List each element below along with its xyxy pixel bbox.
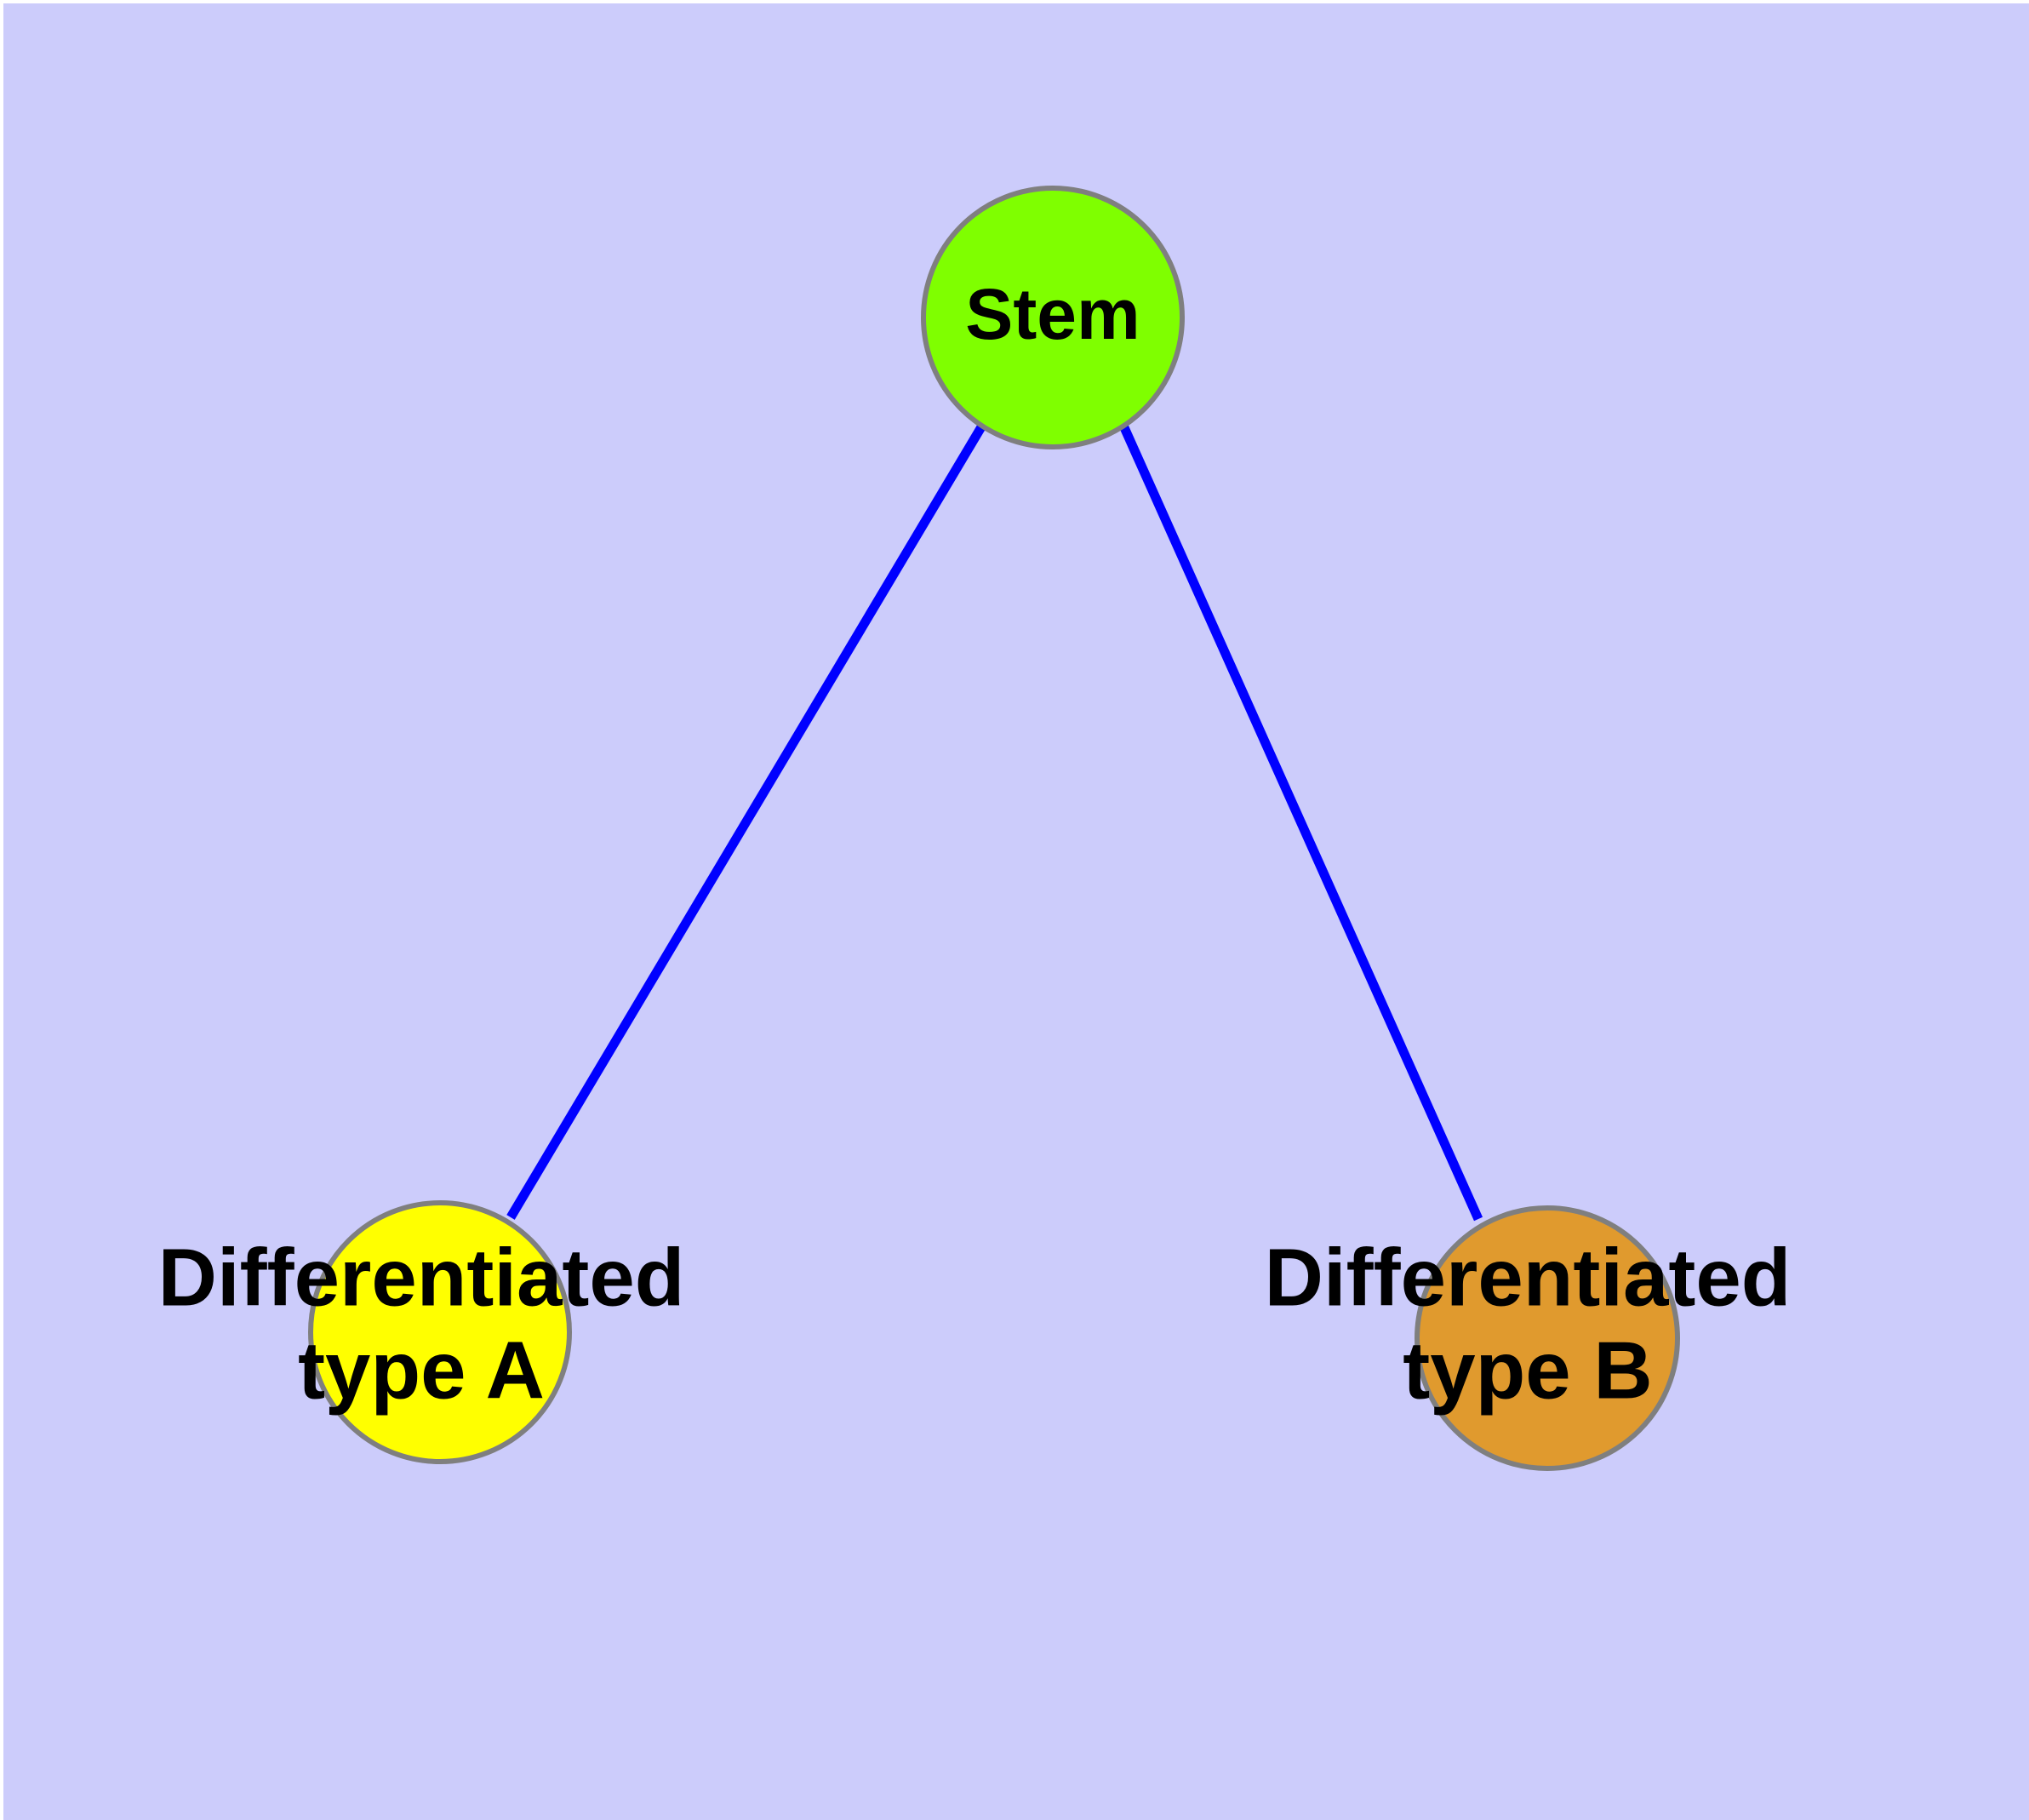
edge-layer — [506, 423, 1483, 1222]
edge-stem-to-differentiated-type-b[interactable] — [1118, 423, 1483, 1222]
node-layer — [308, 186, 1680, 1471]
node-differentiated-type-b[interactable] — [1415, 1205, 1680, 1471]
node-label-stem: Stem — [965, 274, 1140, 354]
node-differentiated-type-a[interactable] — [308, 1200, 572, 1464]
node-stem[interactable] — [921, 186, 1185, 449]
edge-stem-to-differentiated-type-a[interactable] — [506, 423, 986, 1220]
